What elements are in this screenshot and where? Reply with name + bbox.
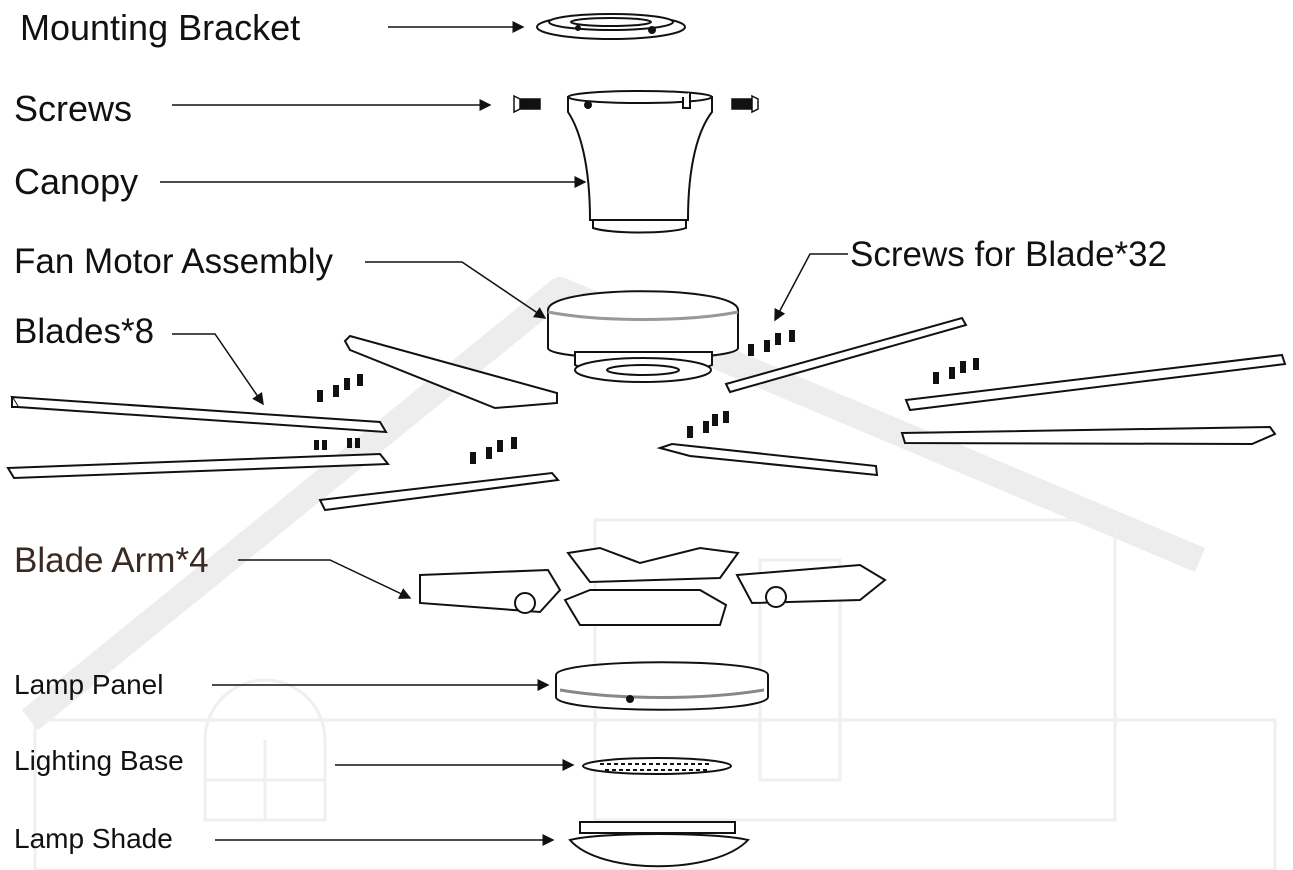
label-lamp-panel: Lamp Panel [14, 669, 164, 700]
label-screws: Screws [14, 88, 133, 129]
fan-motor-part [547, 290, 739, 383]
label-lamp-shade: Lamp Shade [14, 823, 173, 854]
canopy-part [567, 90, 713, 234]
blades-part [6, 316, 1287, 512]
label-lighting-base: Lighting Base [14, 745, 184, 776]
label-canopy: Canopy [14, 161, 139, 202]
lamp-panel-part [555, 661, 769, 711]
label-fan-motor-assembly: Fan Motor Assembly [14, 242, 333, 281]
house-watermark [21, 277, 1206, 731]
label-screws-for-blade: Screws for Blade*32 [850, 235, 1168, 274]
lamp-shade-part [568, 821, 750, 868]
mounting-bracket-part [536, 13, 686, 40]
label-mounting-bracket: Mounting Bracket [20, 7, 301, 48]
label-blade-arm: Blade Arm*4 [14, 541, 209, 580]
blade-arms-part [419, 546, 887, 626]
label-blades: Blades*8 [14, 312, 155, 351]
blade-screws [314, 330, 979, 464]
leader-lines [160, 21, 848, 846]
lighting-base-part [582, 757, 732, 775]
canopy-screws [513, 94, 759, 114]
